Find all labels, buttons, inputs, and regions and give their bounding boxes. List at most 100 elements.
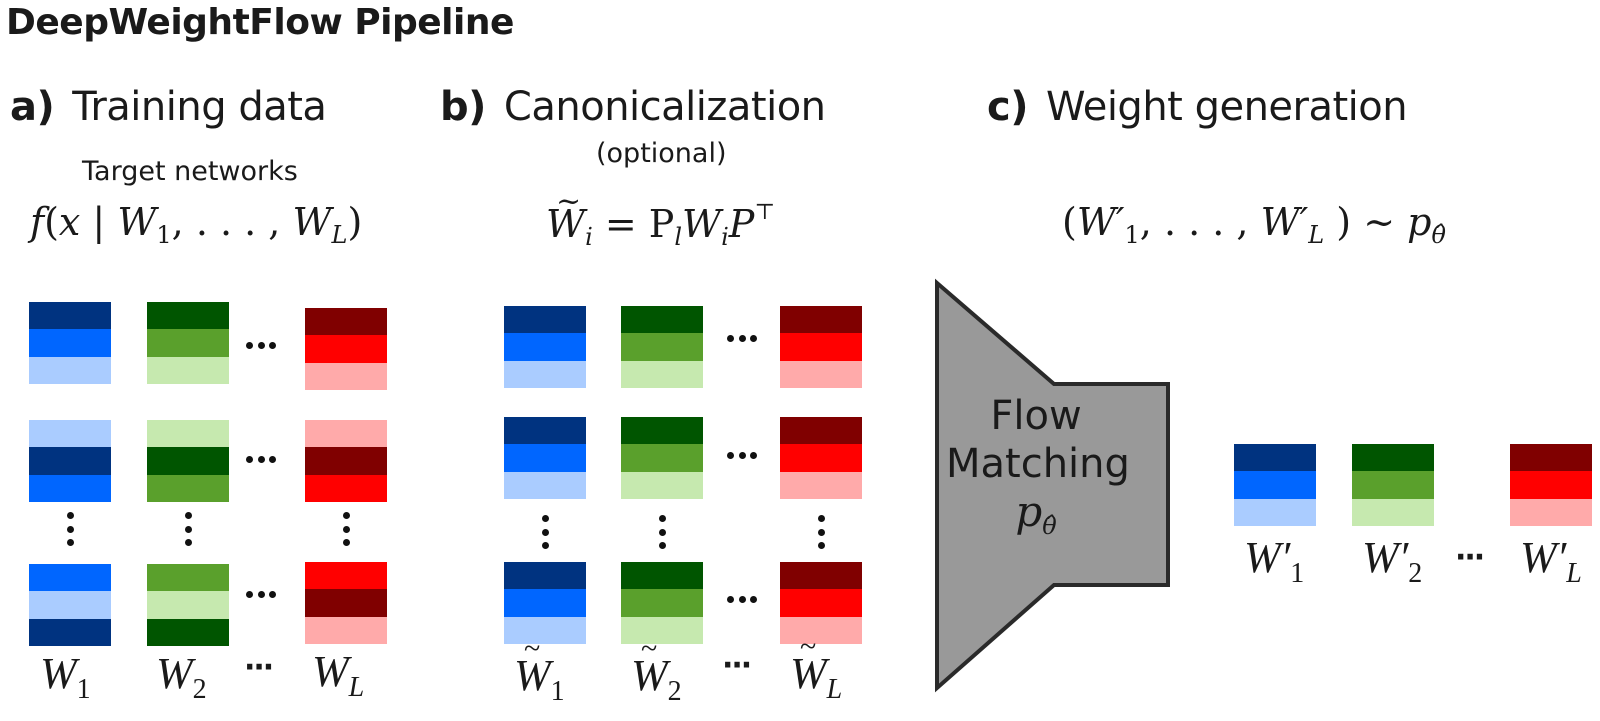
weight-stripe [147, 356, 229, 384]
weight-stripe [621, 360, 703, 388]
weight-stripe [504, 471, 586, 499]
weight-label-sub: 1 [76, 674, 91, 705]
weight-stripe [29, 356, 111, 384]
weight-stripe [29, 474, 111, 502]
weight-stripe [147, 474, 229, 502]
weight-block-green [621, 562, 703, 644]
weight-stripe [504, 589, 586, 617]
weight-stripe [504, 444, 586, 472]
weight-label-name: W [790, 630, 827, 699]
weight-stripe [1352, 444, 1434, 472]
weight-label-sub: 2 [1408, 558, 1423, 589]
weight-stripe [621, 562, 703, 590]
weight-stripe [504, 306, 586, 334]
horizontal-ellipsis [246, 591, 276, 599]
section-c-formula: (W′1, . . . , W′L ) ∼ pθ̂ [1062, 200, 1446, 249]
section-c-letter: c) [987, 84, 1029, 130]
label-ellipsis: ··· [722, 648, 752, 683]
horizontal-ellipsis [246, 456, 276, 464]
formula-sub: 1 [1124, 221, 1140, 249]
section-a-title: Training data [72, 84, 327, 130]
weight-label: W1 [40, 648, 91, 706]
weight-label: WL [790, 630, 842, 706]
weight-stripe [1510, 498, 1592, 526]
formula-sub: 1 [156, 221, 172, 249]
weight-stripe [504, 333, 586, 361]
weight-stripe [147, 329, 229, 357]
formula-sub: L [331, 221, 348, 249]
section-a-letter: a) [10, 84, 55, 130]
formula-sub: l [674, 223, 683, 251]
weight-stripe [305, 562, 387, 590]
weight-stripe [621, 589, 703, 617]
formula-eq: = P [592, 202, 675, 246]
weight-block-red [780, 417, 862, 499]
weight-stripe [504, 562, 586, 590]
formula-p: P [728, 202, 755, 246]
weight-stripe [780, 306, 862, 334]
weight-stripe [1510, 444, 1592, 472]
formula-sub: i [585, 223, 593, 251]
formula-sub: i [721, 223, 729, 251]
weight-label: W′2 [1362, 532, 1422, 590]
weight-stripe [29, 329, 111, 357]
weight-label-sub: 2 [667, 676, 682, 707]
section-c-heading: c)Weight generation [987, 84, 1408, 130]
flow-theta: θ̂ [1042, 512, 1057, 540]
flow-matching-polygon [935, 278, 1170, 693]
weight-stripe [305, 474, 387, 502]
vertical-ellipsis [817, 515, 825, 549]
weight-block-blue [504, 417, 586, 499]
weight-block-green [621, 417, 703, 499]
weight-stripe [621, 333, 703, 361]
weight-label-sub: L [1566, 558, 1582, 589]
weight-block-red [305, 562, 387, 644]
weight-block-red [780, 562, 862, 644]
weight-block-blue [504, 562, 586, 644]
vertical-ellipsis [658, 515, 666, 549]
weight-label-sub: 2 [192, 674, 207, 705]
weight-stripe [305, 420, 387, 448]
weight-stripe [29, 564, 111, 592]
weight-stripe [305, 447, 387, 475]
weight-block-blue [29, 564, 111, 646]
weight-stripe [147, 447, 229, 475]
weight-stripe [621, 417, 703, 445]
vertical-ellipsis [541, 515, 549, 549]
weight-label: WL [312, 646, 364, 704]
flow-p: p [1015, 487, 1043, 536]
weight-stripe [147, 618, 229, 646]
weight-stripe [29, 302, 111, 330]
generated-block-green [1352, 444, 1434, 526]
section-b-title: Canonicalization [503, 84, 826, 130]
weight-label: W2 [631, 632, 682, 708]
weight-stripe [147, 302, 229, 330]
weight-stripe [147, 591, 229, 619]
weight-stripe [780, 562, 862, 590]
weight-stripe [305, 616, 387, 644]
section-a-formula: f(x | W1, . . . , WL) [30, 200, 363, 249]
page-title: DeepWeightFlow Pipeline [6, 2, 514, 43]
weight-stripe [147, 420, 229, 448]
weight-stripe [780, 616, 862, 644]
section-a-heading: a) Training data [10, 84, 327, 130]
weight-stripe [305, 335, 387, 363]
weight-label-name: W [514, 632, 551, 701]
generated-block-blue [1234, 444, 1316, 526]
weight-stripe [1352, 498, 1434, 526]
weight-stripe [621, 306, 703, 334]
weight-stripe [305, 308, 387, 336]
weight-label-sub: 1 [1290, 558, 1305, 589]
horizontal-ellipsis [246, 342, 276, 350]
section-b-heading: b)Canonicalization [440, 84, 826, 130]
weight-label-name: W [156, 649, 193, 698]
weight-stripe [780, 333, 862, 361]
weight-stripe [1234, 471, 1316, 499]
label-ellipsis: ··· [244, 650, 274, 685]
weight-stripe [621, 616, 703, 644]
vertical-ellipsis [66, 512, 74, 546]
formula-w-tilde: W [546, 184, 585, 246]
horizontal-ellipsis [727, 335, 757, 343]
weight-label: W1 [514, 632, 565, 708]
weight-stripe [29, 591, 111, 619]
